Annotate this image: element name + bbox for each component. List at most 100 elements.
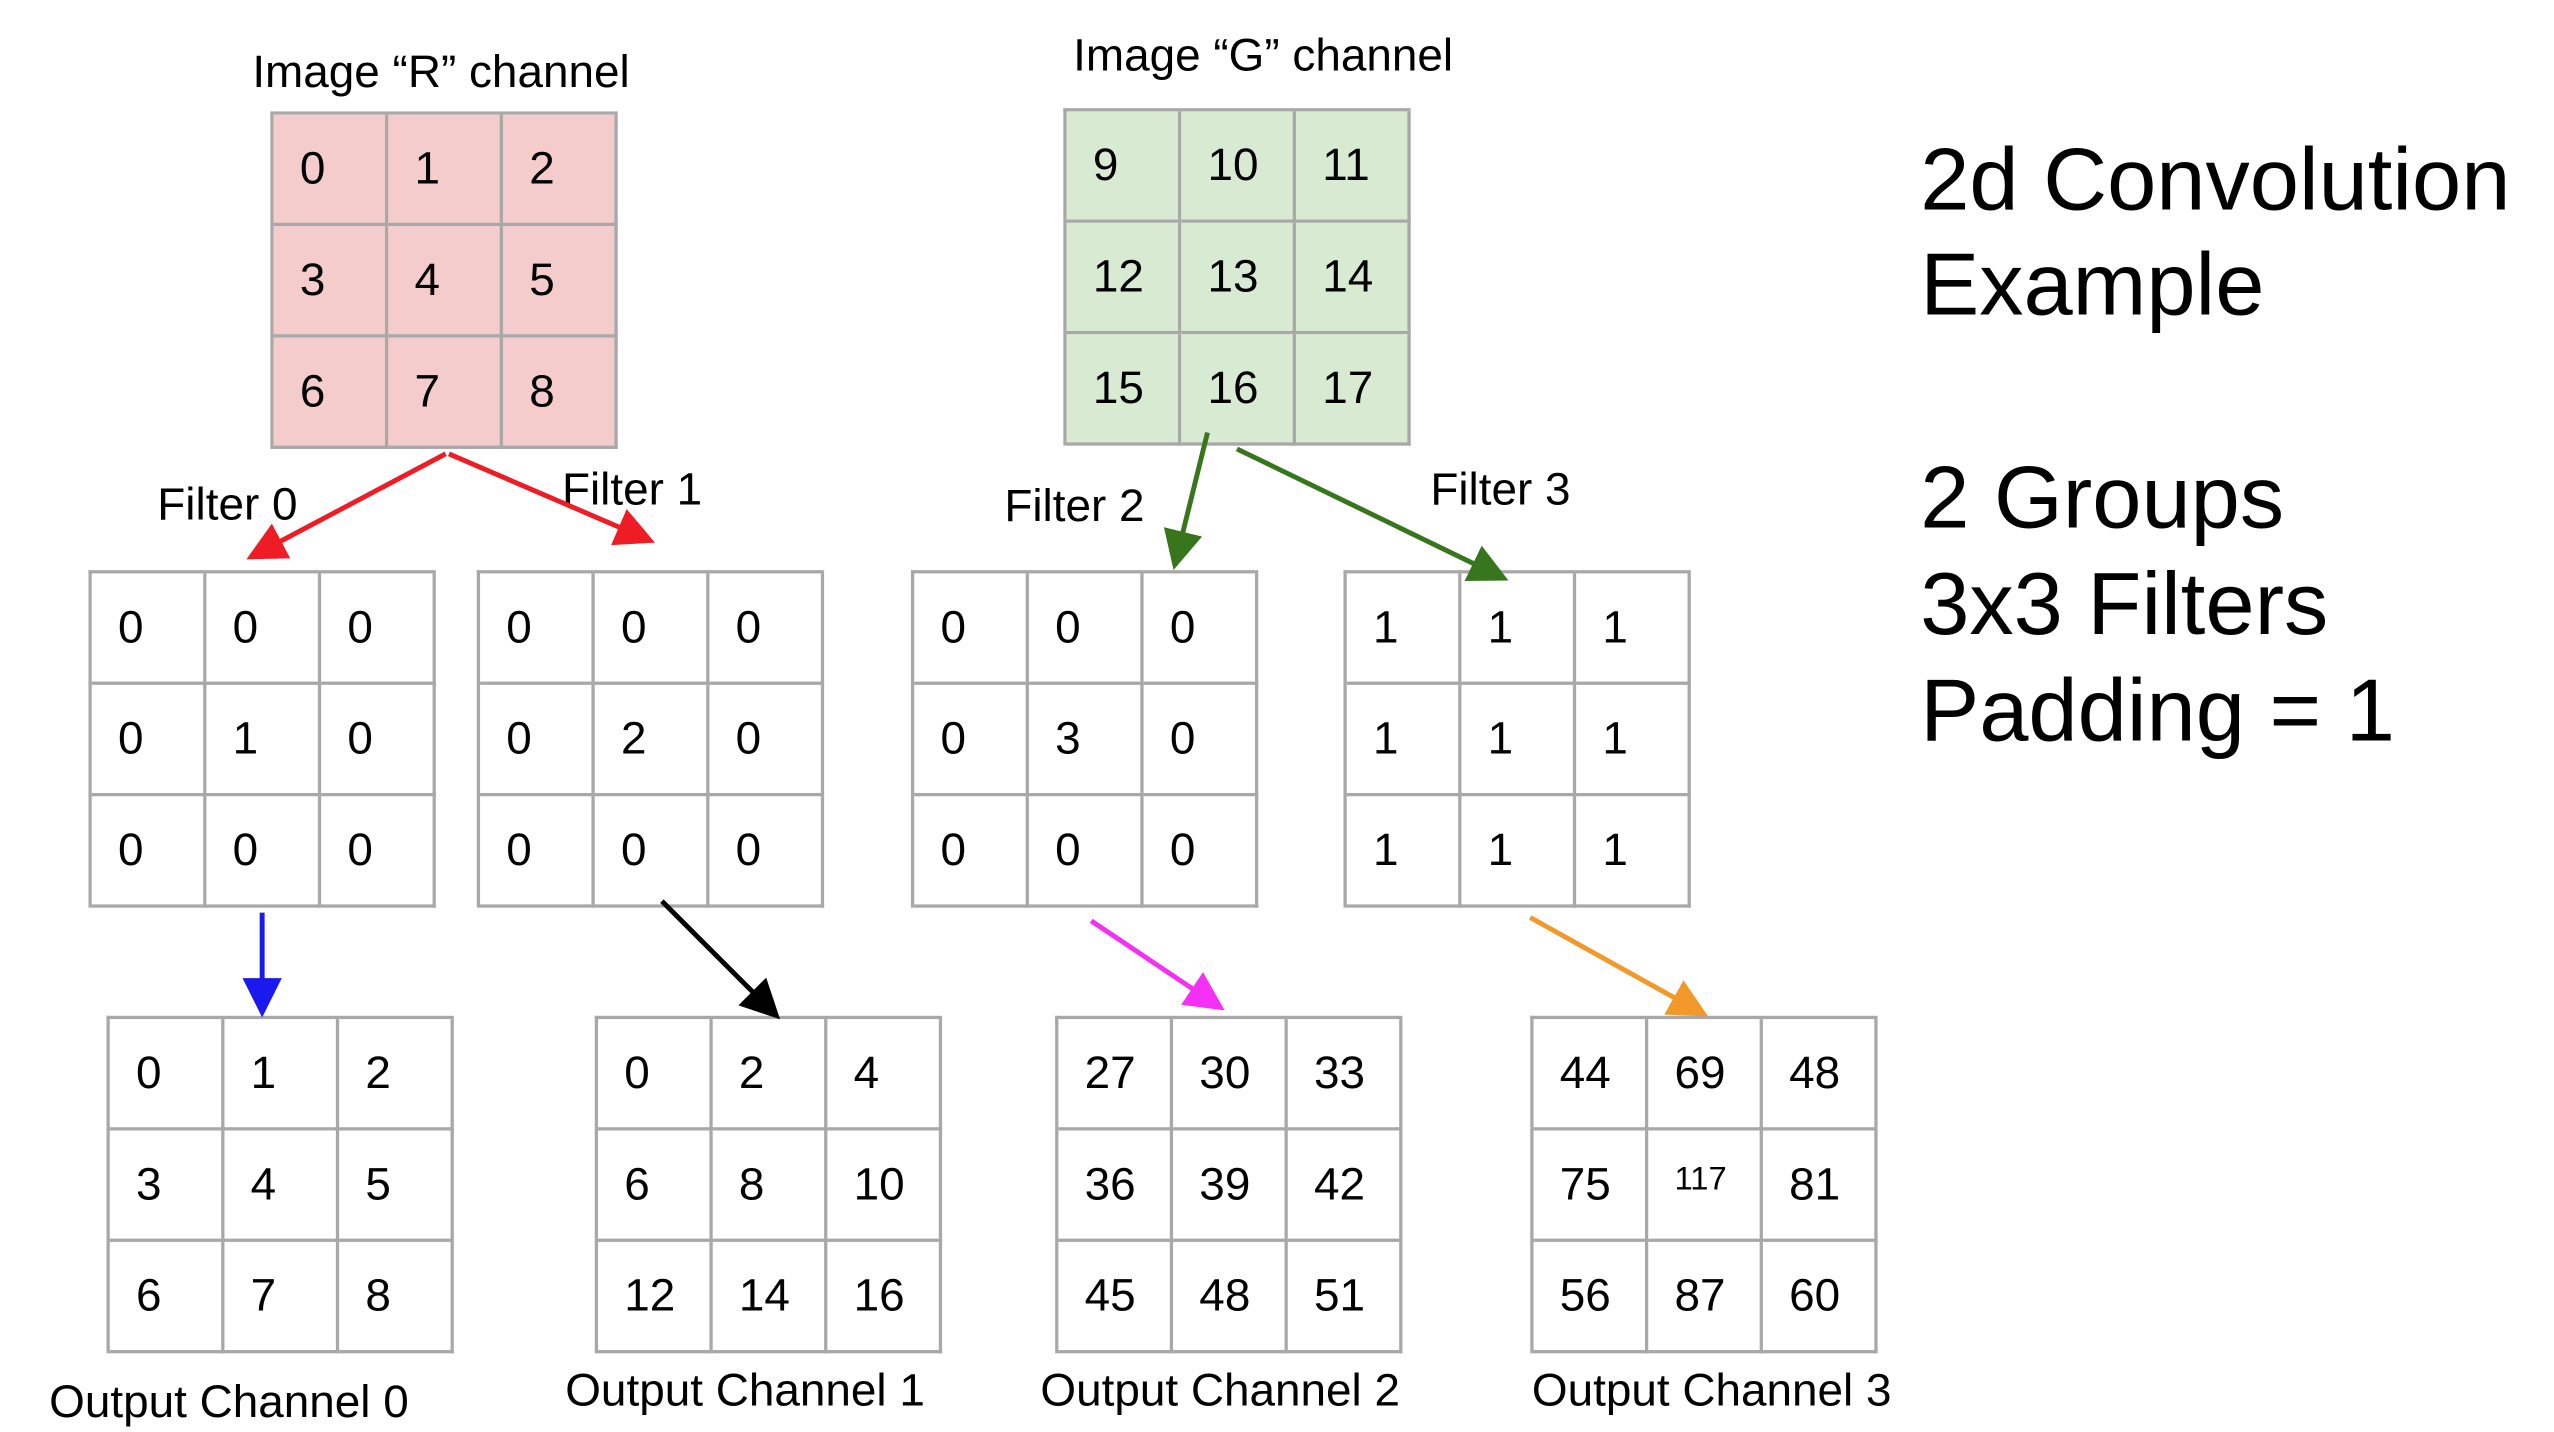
filter-3-cell-7: 1 <box>1461 796 1577 908</box>
filter-1-cell-5: 0 <box>709 684 825 797</box>
output-3-cell-1: 69 <box>1648 1019 1763 1131</box>
output-2-label: Output Channel 2 <box>1040 1364 1401 1416</box>
input-g-cell-3: 12 <box>1066 222 1182 335</box>
output-2-cell-8: 51 <box>1287 1241 1403 1354</box>
filter-2-cell-4: 3 <box>1028 684 1144 797</box>
filter-2-cell-0: 0 <box>914 573 1029 685</box>
filter-2-cell-8: 0 <box>1143 796 1259 908</box>
input-r-cell-3: 3 <box>273 226 389 338</box>
input-g-cell-7: 16 <box>1181 334 1296 446</box>
title-line-5: Padding = 1 <box>1920 661 2395 761</box>
filter-2-cell-6: 0 <box>914 796 1029 908</box>
output-1-cell-0: 0 <box>598 1019 713 1131</box>
filter-1-cell-2: 0 <box>709 573 825 685</box>
filter-1-cell-0: 0 <box>480 573 595 685</box>
output-0-cell-2: 2 <box>339 1019 454 1131</box>
output-1-cell-1: 2 <box>712 1019 828 1131</box>
filter-1-cell-7: 0 <box>594 796 710 908</box>
input-r-cell-5: 5 <box>502 226 618 338</box>
filter-0-label: Filter 0 <box>157 478 298 530</box>
output-1-cell-3: 6 <box>598 1130 713 1242</box>
filter-2-cell-7: 0 <box>1028 796 1144 908</box>
filter-2-cell-2: 0 <box>1143 573 1259 685</box>
output-0-cell-5: 5 <box>339 1130 454 1242</box>
filter-2-label: Filter 2 <box>1004 480 1145 531</box>
arrow-filter-3-to-output-3 <box>1529 915 1709 1017</box>
input-g-cell-4: 13 <box>1181 222 1296 335</box>
filter-1-cell-8: 0 <box>709 796 825 908</box>
output-2-cell-6: 45 <box>1058 1241 1174 1354</box>
input-r-cell-7: 7 <box>388 337 503 449</box>
input-r-cell-2: 2 <box>502 114 618 227</box>
output-1-cell-5: 10 <box>827 1130 943 1242</box>
arrow-g-to-filter-3 <box>1235 446 1509 582</box>
output-2-cell-7: 48 <box>1173 1241 1288 1354</box>
input-r-cell-4: 4 <box>388 226 503 338</box>
arrow-g-to-filter-2 <box>1163 431 1210 571</box>
filter-3-cell-5: 1 <box>1576 684 1691 797</box>
filter-1-cell-3: 0 <box>480 684 595 797</box>
output-1-cell-6: 12 <box>598 1241 713 1354</box>
filter-2-cell-5: 0 <box>1143 684 1259 797</box>
output-2-cell-5: 42 <box>1287 1130 1403 1242</box>
arrow-filter-2-to-output-2 <box>1089 918 1225 1011</box>
filter-3-cell-6: 1 <box>1346 796 1462 908</box>
filter-0-cell-4: 1 <box>206 684 322 797</box>
output-0-cell-8: 8 <box>339 1241 454 1354</box>
filter-0-cell-6: 0 <box>91 796 207 908</box>
filter-3-cell-0: 1 <box>1346 573 1462 685</box>
output-0-cell-6: 6 <box>109 1241 225 1354</box>
filter-3-label: Filter 3 <box>1430 463 1571 515</box>
input-r-cell-6: 6 <box>273 337 389 449</box>
output-3-cell-3: 75 <box>1533 1130 1649 1242</box>
filter-0-cell-7: 0 <box>206 796 322 908</box>
filter-3-cell-1: 1 <box>1461 573 1577 685</box>
input-r-cell-1: 1 <box>388 114 503 227</box>
input-g-cell-0: 9 <box>1066 111 1182 223</box>
filter-1-cell-4: 2 <box>594 684 710 797</box>
output-0-cell-0: 0 <box>109 1019 225 1131</box>
arrow-filter-1-to-output-1 <box>660 899 781 1020</box>
output-3-cell-4: 117 <box>1648 1130 1763 1242</box>
output-1-cell-7: 14 <box>712 1241 828 1354</box>
input-g-cell-1: 10 <box>1181 111 1296 223</box>
filter-0-cell-2: 0 <box>321 573 436 685</box>
output-3-cell-0: 44 <box>1533 1019 1649 1131</box>
arrow-r-to-filter-0 <box>246 451 447 560</box>
filter-0-cell-8: 0 <box>321 796 436 908</box>
input-r-cell-8: 8 <box>502 337 618 449</box>
input-g-cell-5: 14 <box>1295 222 1411 335</box>
filter-2-cell-1: 0 <box>1028 573 1144 685</box>
output-3-cell-6: 56 <box>1533 1241 1649 1354</box>
filter-0-cell-1: 0 <box>206 573 322 685</box>
filter-1-cell-6: 0 <box>480 796 595 908</box>
output-2-cell-2: 33 <box>1287 1019 1403 1131</box>
filter-1-label: Filter 1 <box>561 463 703 515</box>
output-1-label: Output Channel 1 <box>565 1364 925 1416</box>
filter-3-cell-8: 1 <box>1576 796 1691 908</box>
input-r-cell-0: 0 <box>273 114 389 227</box>
output-1-cell-2: 4 <box>827 1019 943 1131</box>
input-g-label: Image “G” channel <box>1073 29 1454 81</box>
output-0-cell-1: 1 <box>224 1019 340 1131</box>
title-line-1: 2d Convolution <box>1920 131 2511 230</box>
output-3-label: Output Channel 3 <box>1531 1364 1892 1416</box>
output-0-cell-3: 3 <box>109 1130 225 1242</box>
output-2-cell-3: 36 <box>1058 1130 1174 1242</box>
output-0-cell-7: 7 <box>224 1241 340 1354</box>
output-2-cell-4: 39 <box>1173 1130 1288 1242</box>
output-0-label: Output Channel 0 <box>49 1376 409 1428</box>
output-3-cell-2: 48 <box>1762 1019 1878 1131</box>
filter-0-cell-0: 0 <box>91 573 207 685</box>
output-1-cell-8: 16 <box>827 1241 943 1354</box>
